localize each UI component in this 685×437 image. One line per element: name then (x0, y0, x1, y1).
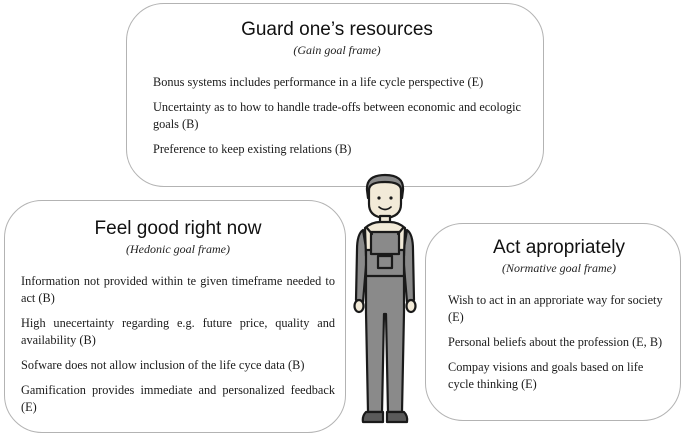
gain-subtitle: (Gain goal frame) (293, 43, 381, 57)
hedonic-item: Sofware does not allow inclusion of the … (21, 358, 305, 372)
hedonic-item: High unecertainty regarding e.g. future … (21, 316, 335, 347)
normative-title: Act apropriately (492, 237, 625, 258)
normative-item: Wish to act in an approriate way for soc… (448, 293, 663, 324)
hedonic-subtitle: (Hedonic goal frame) (126, 242, 230, 256)
hedonic-goal-frame-box: Feel good right now (Hedonic goal frame)… (4, 200, 346, 433)
gain-item: Preference to keep existing relations (B… (153, 142, 352, 156)
gain-goal-frame-box: Guard one’s resources (Gain goal frame) … (126, 3, 544, 187)
hedonic-item: Information not provided within te given… (21, 274, 335, 305)
worker-person-icon (350, 172, 420, 432)
normative-item: Personal beliefs about the profession (E… (448, 335, 663, 349)
gain-title: Guard one’s resources (241, 19, 433, 40)
normative-item: Compay visions and goals based on life c… (448, 360, 644, 391)
hedonic-item: Gamification provides immediate and pers… (21, 383, 335, 414)
gain-item: Bonus systems includes performance in a … (153, 75, 484, 89)
normative-subtitle: (Normative goal frame) (502, 261, 616, 275)
hedonic-title: Feel good right now (94, 218, 262, 239)
normative-goal-frame-box: Act apropriately (Normative goal frame) … (425, 223, 681, 421)
gain-item: Uncertainty as to how to handle trade-of… (153, 100, 521, 131)
